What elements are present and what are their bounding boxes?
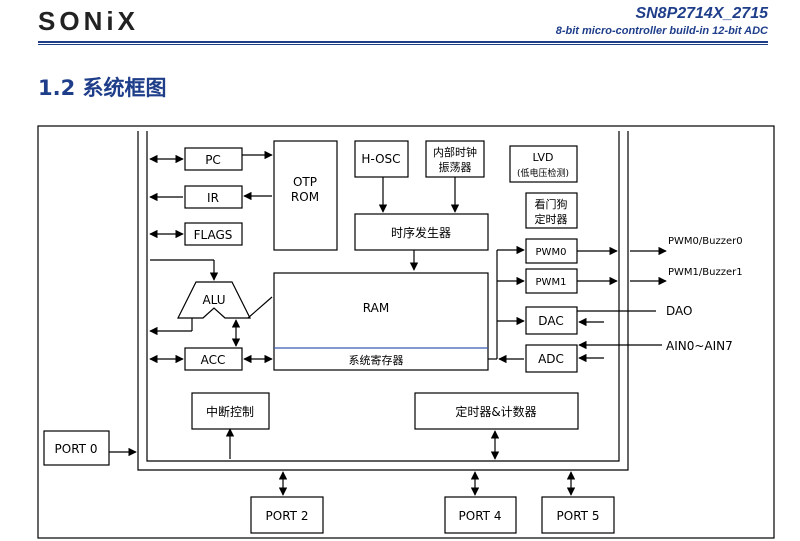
dao-label: DAO bbox=[666, 304, 692, 318]
svg-text:OTP: OTP bbox=[293, 175, 317, 189]
svg-text:ACC: ACC bbox=[201, 353, 226, 367]
svg-text:PC: PC bbox=[205, 153, 221, 167]
alu-ram-link bbox=[247, 296, 273, 319]
internal-bus-inner bbox=[146, 131, 620, 462]
svg-text:(低电压检测): (低电压检测) bbox=[517, 167, 569, 179]
document-subtitle: 8-bit micro-controller build-in 12-bit A… bbox=[555, 25, 768, 37]
svg-text:PWM0: PWM0 bbox=[536, 247, 567, 258]
acc-block: ACC bbox=[184, 347, 243, 371]
pwm0-block: PWM0 bbox=[525, 238, 578, 264]
pwm0-buzzer0-label: PWM0/Buzzer0 bbox=[668, 236, 743, 247]
svg-text:看门狗: 看门狗 bbox=[535, 197, 568, 211]
lvd-block: LVD (低电压检测) bbox=[509, 145, 578, 183]
ain-label: AIN0~AIN7 bbox=[666, 339, 733, 353]
hosc-block: H-OSC bbox=[354, 140, 409, 178]
dac-block: DAC bbox=[525, 306, 578, 335]
timer-counter-block: 定时器&计数器 bbox=[414, 392, 579, 430]
svg-text:PORT 5: PORT 5 bbox=[557, 509, 600, 523]
interrupt-control-block: 中断控制 bbox=[191, 392, 270, 430]
watchdog-block: 看门狗 定时器 bbox=[525, 192, 578, 229]
svg-text:LVD: LVD bbox=[533, 151, 554, 164]
ir-block: IR bbox=[184, 185, 243, 209]
svg-text:IR: IR bbox=[207, 191, 219, 205]
port5-block: PORT 5 bbox=[541, 496, 615, 534]
timing-generator-block: 时序发生器 bbox=[354, 213, 489, 251]
port4-block: PORT 4 bbox=[444, 496, 517, 534]
internal-clock-block: 内部时钟 振荡器 bbox=[425, 140, 485, 178]
alu-block: ALU bbox=[177, 281, 251, 319]
otp-rom-block: OTP ROM bbox=[273, 140, 338, 251]
svg-text:系统寄存器: 系统寄存器 bbox=[349, 353, 404, 367]
port0-block: PORT 0 bbox=[43, 430, 110, 466]
svg-text:PORT 4: PORT 4 bbox=[459, 509, 502, 523]
port2-block: PORT 2 bbox=[250, 496, 324, 534]
svg-text:振荡器: 振荡器 bbox=[439, 160, 472, 174]
svg-text:定时器: 定时器 bbox=[535, 212, 568, 226]
svg-text:PWM1: PWM1 bbox=[536, 277, 567, 288]
header-divider bbox=[38, 41, 768, 43]
svg-text:中断控制: 中断控制 bbox=[206, 404, 254, 419]
diagram-frame bbox=[37, 125, 775, 539]
svg-text:PORT 2: PORT 2 bbox=[266, 509, 309, 523]
pwm1-block: PWM1 bbox=[525, 268, 578, 294]
svg-text:H-OSC: H-OSC bbox=[361, 152, 400, 166]
pwm1-buzzer1-label: PWM1/Buzzer1 bbox=[668, 267, 743, 278]
svg-text:DAC: DAC bbox=[538, 314, 563, 328]
svg-text:ALU: ALU bbox=[202, 293, 225, 307]
pc-block: PC bbox=[184, 147, 243, 171]
svg-text:PORT 0: PORT 0 bbox=[55, 442, 98, 456]
svg-text:时序发生器: 时序发生器 bbox=[391, 225, 451, 240]
svg-text:FLAGS: FLAGS bbox=[194, 228, 233, 242]
ram-block: RAM 系统寄存器 bbox=[273, 272, 489, 371]
section-title: 1.2 系统框图 bbox=[38, 76, 167, 100]
svg-text:定时器&计数器: 定时器&计数器 bbox=[455, 404, 536, 419]
svg-text:RAM: RAM bbox=[363, 301, 389, 315]
header-divider-thin bbox=[38, 44, 768, 45]
adc-block: ADC bbox=[525, 344, 578, 373]
flags-block: FLAGS bbox=[184, 222, 243, 246]
sonix-logo: SONiX bbox=[38, 6, 139, 36]
internal-bus-outer bbox=[137, 131, 629, 471]
svg-text:ROM: ROM bbox=[291, 190, 319, 204]
document-title: SN8P2714X_2715 bbox=[635, 5, 768, 22]
svg-text:ADC: ADC bbox=[538, 352, 564, 366]
svg-text:内部时钟: 内部时钟 bbox=[433, 145, 477, 159]
